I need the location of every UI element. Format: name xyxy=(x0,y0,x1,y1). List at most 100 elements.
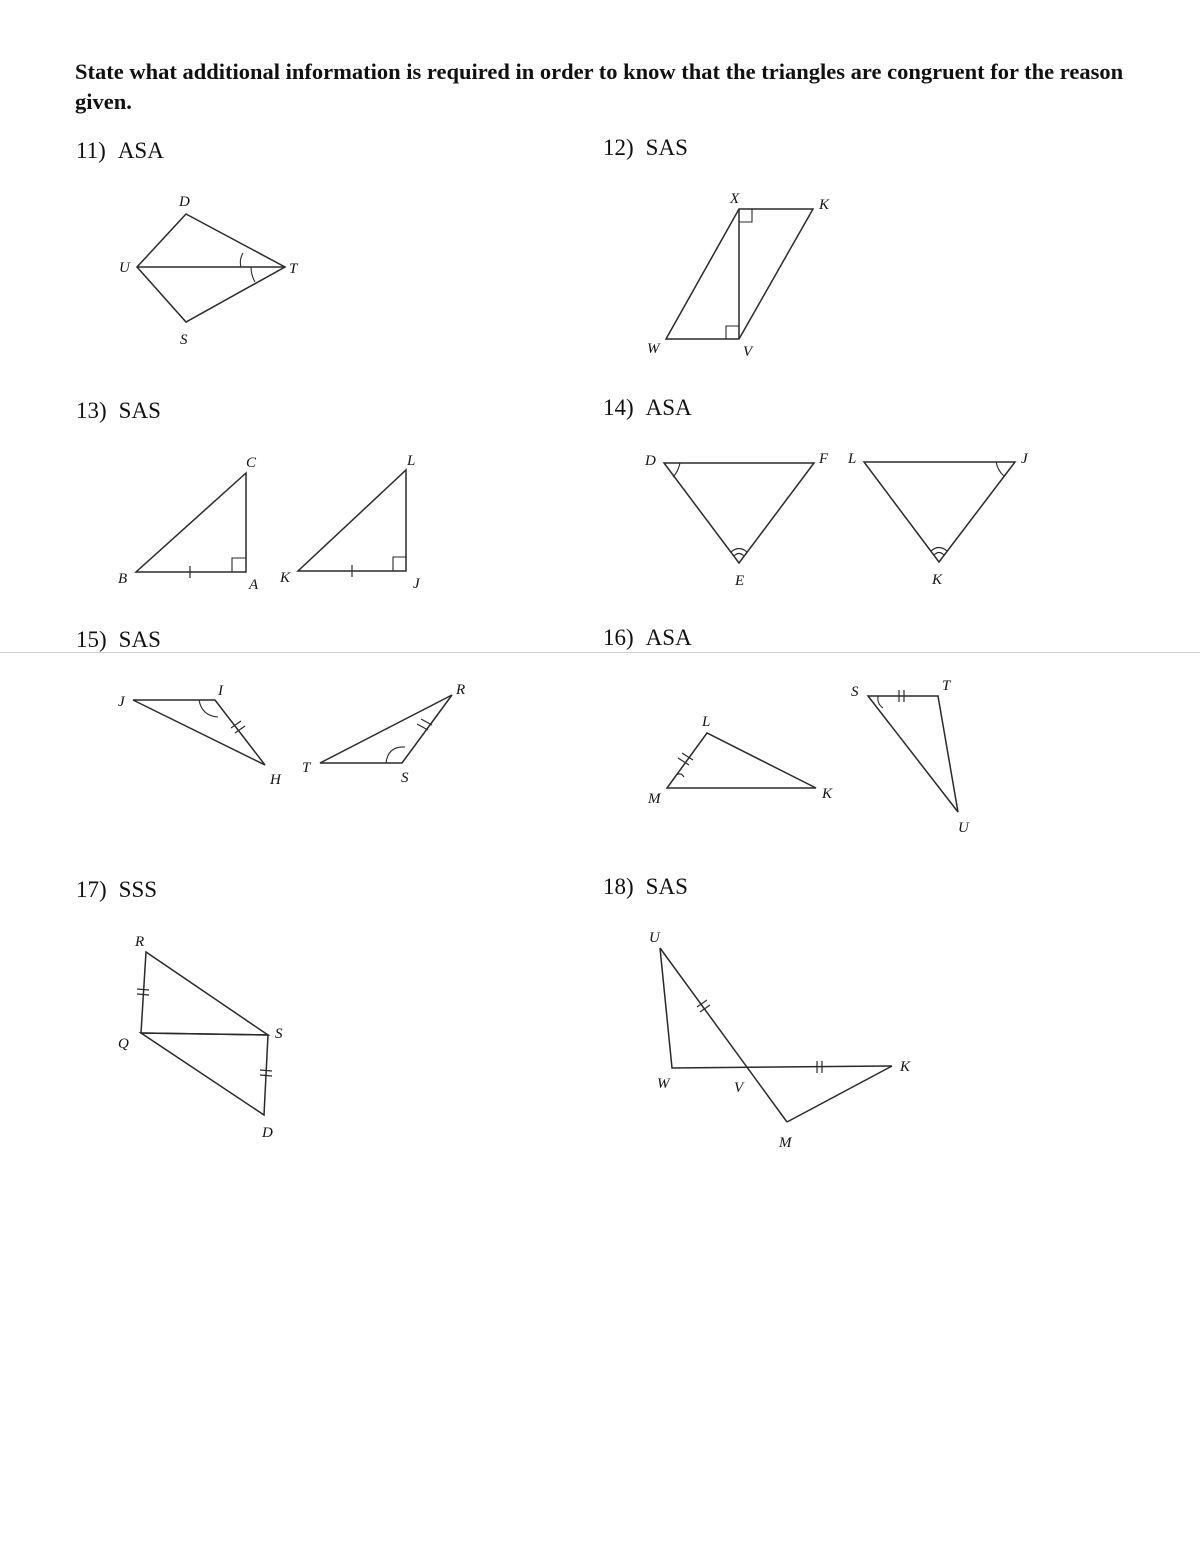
angle-mark-d xyxy=(672,462,681,478)
vertex-label: J xyxy=(1021,451,1029,467)
angle-mark-s xyxy=(877,695,884,709)
figure-15: J I R H T S xyxy=(118,682,465,788)
figure-18: U W V K M xyxy=(649,930,911,1151)
vertex-label: K xyxy=(931,572,943,588)
tick-mark-sd-2 xyxy=(259,1074,273,1077)
tick-mark-sr-1 xyxy=(416,723,429,731)
vertex-label: Q xyxy=(118,1036,129,1052)
vertex-label: S xyxy=(275,1026,283,1042)
tick-mark-ml-2 xyxy=(681,752,694,761)
vertex-label: D xyxy=(261,1125,273,1141)
vertex-label: X xyxy=(729,191,740,207)
problem-14-label: 14) ASA xyxy=(603,395,692,421)
vertex-label: R xyxy=(134,934,144,950)
vertex-label: U xyxy=(119,260,131,276)
vertex-label: S xyxy=(401,770,409,786)
figure-17: R Q S D xyxy=(118,934,283,1141)
vertex-label: L xyxy=(701,714,710,730)
problem-15-label: 15) SAS xyxy=(76,627,161,653)
problem-number: 14) xyxy=(603,395,634,420)
problem-number: 12) xyxy=(603,135,634,160)
vertex-label: S xyxy=(851,684,859,700)
vertex-label: W xyxy=(657,1076,671,1092)
segment-um xyxy=(659,947,788,1123)
vertex-label: F xyxy=(818,451,829,467)
triangle-tsr xyxy=(319,694,453,764)
vertex-label: B xyxy=(118,571,127,587)
problem-17-label: 17) SSS xyxy=(76,877,157,903)
instructions: State what additional information is req… xyxy=(75,59,1124,114)
problem-number: 15) xyxy=(76,627,107,652)
segments-uw-wk xyxy=(659,947,893,1069)
figure-14: D F L J E K xyxy=(644,451,1029,589)
vertex-label: J xyxy=(413,576,421,592)
figure-11: D U T S xyxy=(119,194,299,348)
figure-16: S T L M K U xyxy=(647,678,970,836)
problem-reason: SAS xyxy=(645,135,688,160)
problem-18-label: 18) SAS xyxy=(603,874,688,900)
tick-mark-uv-1 xyxy=(696,999,708,1008)
problem-reason: SAS xyxy=(118,398,161,423)
angle-mark-m xyxy=(675,773,685,778)
vertex-label: K xyxy=(821,786,833,802)
vertex-label: V xyxy=(743,344,754,360)
problem-number: 11) xyxy=(76,138,106,163)
triangle-lmk xyxy=(665,732,817,789)
tick-mark-ml-1 xyxy=(677,757,690,766)
angle-mark-s xyxy=(385,746,406,764)
tick-mark-uv-2 xyxy=(699,1004,711,1013)
vertex-label: E xyxy=(734,573,744,589)
vertex-label: K xyxy=(899,1059,911,1075)
problem-number: 16) xyxy=(603,625,634,650)
problem-number: 13) xyxy=(76,398,107,423)
triangle-qsd xyxy=(138,1032,269,1117)
tick-mark-sd-1 xyxy=(259,1069,273,1072)
triangle-ljk xyxy=(296,468,407,572)
vertex-label: T xyxy=(942,678,952,694)
vertex-label: J xyxy=(118,694,126,710)
angle-mark-k-inner xyxy=(933,551,945,556)
segment-mk xyxy=(786,1065,893,1123)
angle-mark-dtu xyxy=(239,252,244,268)
vertex-label: T xyxy=(289,261,299,277)
angle-mark-j xyxy=(995,461,1005,477)
problem-13-label: 13) SAS xyxy=(76,398,161,424)
problem-reason: ASA xyxy=(645,625,692,650)
problem-reason: SAS xyxy=(118,627,161,652)
vertex-label: D xyxy=(178,194,190,210)
page-fold-line xyxy=(0,652,1200,653)
vertex-label: K xyxy=(818,197,830,213)
problem-number: 17) xyxy=(76,877,107,902)
figure-12: X K W V xyxy=(647,191,830,360)
angle-mark-e-inner xyxy=(733,552,745,557)
problem-reason: ASA xyxy=(645,395,692,420)
vertex-label: U xyxy=(649,930,661,946)
problem-reason: SAS xyxy=(645,874,688,899)
vertex-label: S xyxy=(180,332,188,348)
quadrilateral-dust xyxy=(135,213,287,323)
vertex-label: U xyxy=(958,820,970,836)
vertex-label: M xyxy=(647,791,662,807)
vertex-label: I xyxy=(217,683,224,699)
right-angle-mark-a xyxy=(231,557,246,572)
problem-reason: ASA xyxy=(117,138,164,163)
right-angle-mark-v xyxy=(725,325,739,339)
angle-mark-utu xyxy=(250,266,256,283)
angle-mark-k-outer xyxy=(930,546,948,552)
problem-reason: SSS xyxy=(118,877,158,902)
triangle-cab xyxy=(134,471,247,573)
vertex-label: T xyxy=(302,760,312,776)
vertex-label: V xyxy=(734,1080,745,1096)
problem-12-label: 12) SAS xyxy=(603,135,688,161)
vertex-label: D xyxy=(644,453,656,469)
vertex-label: H xyxy=(269,772,282,788)
triangle-dfe xyxy=(662,462,816,565)
angle-mark-e-outer xyxy=(730,547,748,553)
vertex-label: K xyxy=(279,570,291,586)
vertex-label: L xyxy=(847,451,856,467)
triangle-stu xyxy=(866,695,959,813)
problem-number: 18) xyxy=(603,874,634,899)
tick-mark-sr-2 xyxy=(420,718,433,726)
right-angle-mark-j xyxy=(392,556,406,571)
